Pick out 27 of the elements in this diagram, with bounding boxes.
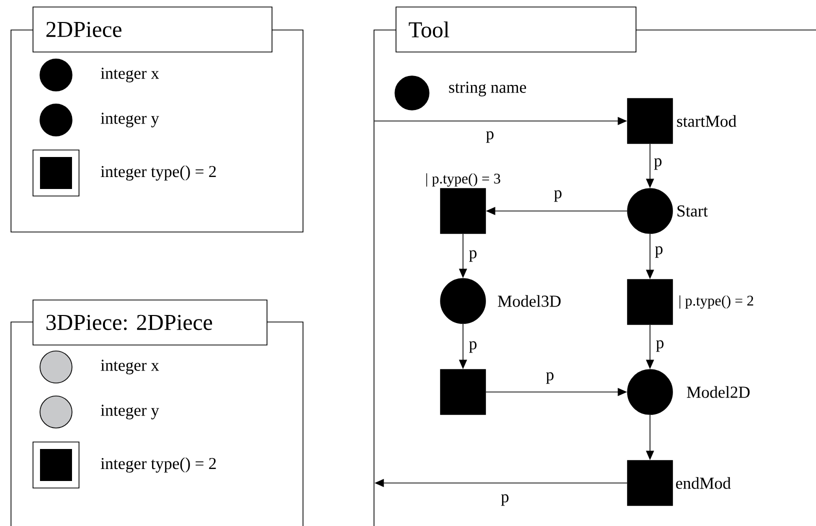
square-symbol	[440, 369, 486, 415]
node-label: integer type() = 2	[100, 457, 216, 473]
edge-label: p	[552, 188, 564, 204]
node-label: string name	[449, 82, 526, 96]
node-label: startMod	[677, 115, 736, 127]
title-tab: 2DPiece	[32, 6, 272, 52]
node-label: Model2D	[686, 386, 750, 398]
node-label: Start	[678, 205, 708, 217]
node-label: | p.type() = 2	[680, 295, 754, 309]
edge-label: p	[652, 156, 664, 172]
edge-label: p	[654, 338, 666, 354]
node-label: Model3D	[498, 295, 561, 307]
node-label: integer x	[100, 360, 159, 374]
node-label: endMod	[676, 477, 731, 489]
edge-label: p	[500, 492, 510, 508]
node-label: | p.type() = 3	[426, 173, 500, 187]
node-label: integer y	[100, 404, 160, 420]
edge-label: p	[544, 370, 556, 386]
edge-label: p	[654, 244, 664, 260]
edge-label: p	[468, 340, 478, 354]
title-tab: 3DPiece: 2DPiece	[32, 300, 268, 346]
node-label: integer type() = 2	[100, 165, 216, 181]
edge-label: p	[468, 248, 478, 264]
edge-label: p	[484, 130, 496, 144]
node-label: integer y	[100, 112, 160, 128]
title-tab: Tool	[396, 6, 636, 52]
node-label: integer x	[100, 68, 159, 82]
